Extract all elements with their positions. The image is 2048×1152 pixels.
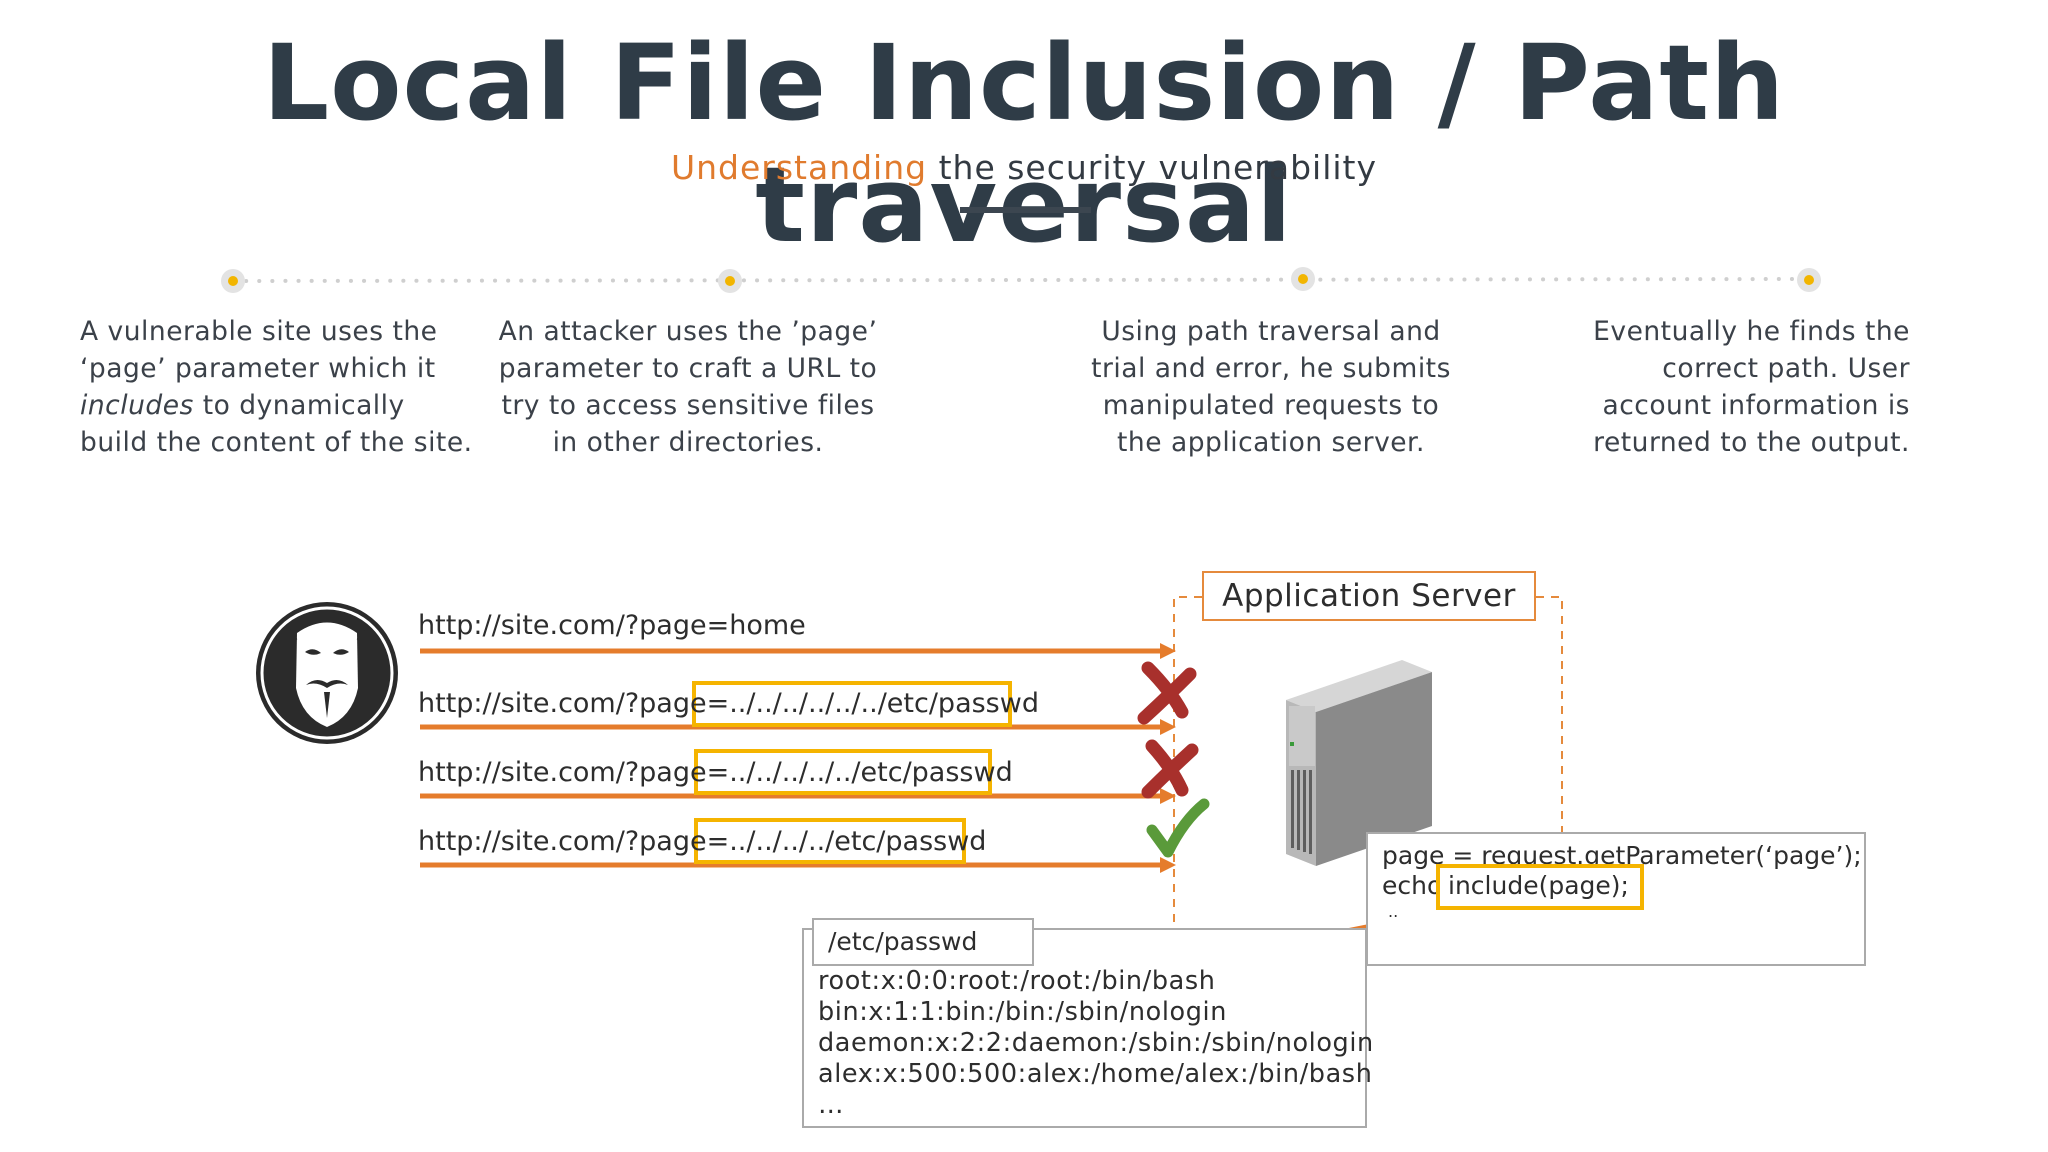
- timeline-node-3: [1291, 267, 1315, 291]
- step-1-text: A vulnerable site uses the ‘page’ parame…: [80, 316, 473, 458]
- timeline-node-4: [1797, 268, 1821, 292]
- passwd-line: alex:x:500:500:alex:/home/alex:/bin/bash: [818, 1059, 1373, 1089]
- timeline-node-2: [718, 269, 742, 293]
- request-url-1: http://site.com/?page=home: [418, 610, 806, 641]
- cross-icon: [1137, 661, 1197, 725]
- anonymous-mask-icon: [256, 602, 398, 744]
- path-highlight-2: [694, 749, 992, 795]
- passwd-file-tab: /etc/passwd: [812, 918, 1034, 966]
- page-subtitle: Understanding the security vulnerability: [0, 148, 2048, 187]
- step-3-text: Using path traversal and trial and error…: [1091, 316, 1451, 458]
- step-4-text: Eventually he finds the correct path. Us…: [1593, 316, 1910, 458]
- request-arrow-4: [420, 857, 1176, 873]
- check-icon: [1146, 798, 1210, 858]
- request-url-3: http://site.com/?page=../../../../../etc…: [418, 757, 1013, 788]
- passwd-line: root:x:0:0:root:/root:/bin/bash: [818, 966, 1216, 996]
- code-line-3: ..: [1388, 902, 1399, 921]
- path-highlight-3: [694, 818, 966, 864]
- request-url-2: http://site.com/?page=../../../../../../…: [418, 688, 1039, 719]
- timeline-node-1: [221, 269, 245, 293]
- server-tower-icon: [1286, 660, 1432, 866]
- server-enclosure: [1173, 596, 1563, 928]
- include-highlight: [1436, 864, 1644, 910]
- request-arrow-3: [420, 788, 1176, 804]
- subtitle-accent: Understanding: [670, 148, 928, 187]
- request-url-4: http://site.com/?page=../../../../etc/pa…: [418, 826, 987, 857]
- application-server-label: Application Server: [1202, 571, 1536, 621]
- subtitle-rest: the security vulnerability: [927, 148, 1378, 187]
- cross-icon: [1141, 739, 1199, 799]
- passwd-line: daemon:x:2:2:daemon:/sbin:/sbin/nologin: [818, 1028, 1374, 1058]
- code-line-2-prefix: echo: [1382, 871, 1443, 900]
- request-arrow-1: [420, 643, 1176, 659]
- passwd-content: root:x:0:0:root:/root:/bin/bash bin:x:1:…: [818, 966, 1374, 1121]
- code-line-2-highlight: include(page);: [1448, 871, 1629, 900]
- passwd-line: …: [818, 1090, 845, 1120]
- step-2-text: An attacker uses the ’page’ parameter to…: [498, 316, 878, 458]
- request-arrow-2: [420, 719, 1176, 735]
- timeline: [221, 267, 1821, 293]
- page-title: Local File Inclusion / Path traversal: [262, 22, 1786, 266]
- passwd-line: bin:x:1:1:bin:/bin:/sbin/nologin: [818, 997, 1227, 1027]
- request-arrows: [420, 643, 1176, 873]
- subtitle-underline: [960, 207, 1091, 213]
- path-highlight-1: [692, 681, 1012, 727]
